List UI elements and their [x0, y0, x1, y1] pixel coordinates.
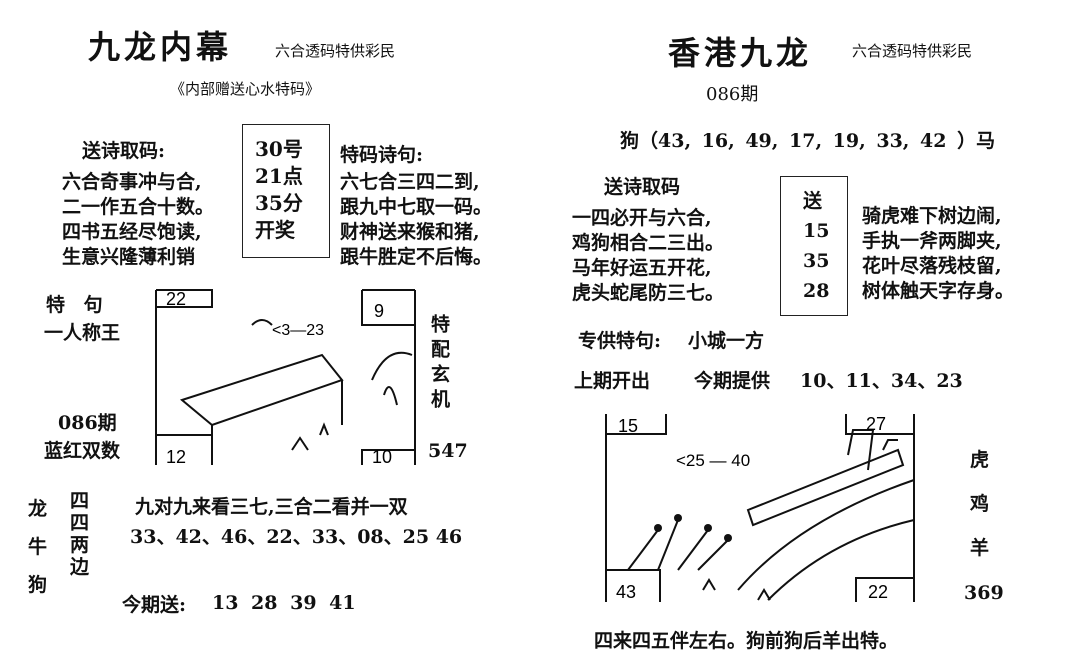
today-label: 今期送:	[122, 594, 187, 616]
right-tagline: 六合透码特供彩民	[852, 42, 973, 60]
vertical-label: 特配玄机	[428, 314, 450, 414]
right-animals: 虎 鸡 羊	[970, 438, 989, 570]
left-code: 547	[428, 440, 468, 462]
last-label: 上期开出	[574, 370, 651, 392]
animal: 龙	[28, 498, 48, 520]
right-poem2: 骑虎难下树边闹, 手执一斧两脚夹, 花叶尽落残枝留, 树体触天字存身。	[862, 204, 1014, 304]
right-poem-line: 一四必开与六合,	[572, 207, 712, 229]
side-char: 边	[70, 556, 90, 578]
animal: 牛	[28, 536, 48, 558]
phrase: 一人称王	[44, 322, 121, 344]
right-poem2-line: 骑虎难下树边闹,	[862, 205, 1002, 227]
left-title: 九龙内幕	[88, 28, 233, 66]
left-poem-line: 生意兴隆薄利销	[62, 246, 196, 268]
right-code: 369	[964, 582, 1004, 604]
left-animals: 龙 牛 狗	[28, 490, 47, 604]
right-poem-line: 虎头蛇尾防三七。	[572, 282, 725, 304]
right-poem-label: 送诗取码	[604, 176, 681, 198]
send-line: 28	[803, 280, 830, 302]
draw-time-line: 开奖	[255, 218, 295, 242]
send-line: 35	[803, 250, 830, 272]
side-char: 两	[70, 534, 90, 556]
send-box	[780, 176, 848, 316]
sketch-number: 15	[618, 416, 638, 436]
sketch-number: 22	[868, 582, 888, 602]
sketch-number: 10	[372, 447, 392, 467]
left-issue: 086期	[58, 412, 117, 434]
phrase-label: 特 句	[46, 294, 109, 316]
draw-time-line: 35分	[255, 191, 303, 215]
sketch-number: 9	[374, 301, 384, 321]
left-poem-line: 二一作五合十数。	[62, 196, 215, 218]
right-title: 香港九龙	[668, 34, 813, 72]
sketch-number: 22	[166, 289, 186, 309]
right-poem2-line: 花叶尽落残枝留,	[862, 255, 1002, 277]
dog-line: 狗（43, 16, 49, 17, 19, 33, 42 ）马	[620, 130, 996, 152]
send-box-text: 送 15 35 28	[803, 186, 829, 306]
special-poem-line: 财神送来猴和猪,	[340, 221, 480, 243]
draw-time-line: 21点	[255, 164, 303, 188]
special-poem: 六七合三四二到, 跟九中七取一码。 财神送来猴和猪, 跟牛胜定不后悔。	[340, 170, 492, 270]
special-poem-line: 跟牛胜定不后悔。	[340, 246, 493, 268]
left-tagline: 六合透码特供彩民	[275, 42, 396, 60]
side-char: 四	[70, 512, 90, 534]
sketch-number: 12	[166, 447, 186, 467]
left-poem-label: 送诗取码:	[82, 140, 166, 162]
special-poem-line: 跟九中七取一码。	[340, 196, 493, 218]
left-poem-line: 四书五经尽饱读,	[62, 221, 202, 243]
right-sketch-illustration: 15 27 43 22 <25 — 40	[605, 414, 915, 602]
numbers-line: 33、42、46、22、33、08、25 46	[130, 526, 463, 548]
sketch-range: <3—23	[272, 322, 324, 339]
sketch-range: <25 — 40	[676, 451, 750, 470]
animal: 狗	[28, 574, 48, 596]
right-poem-line: 马年好运五开花,	[572, 257, 712, 279]
right-poem-line: 鸡狗相合二三出。	[572, 232, 725, 254]
special-phrase-label: 专供特句:	[578, 330, 662, 352]
special-poem-line: 六七合三四二到,	[340, 171, 480, 193]
left-sketch-illustration: 22 9 12 10 <3—23	[155, 289, 416, 467]
sketch-number: 43	[616, 582, 636, 602]
special-phrase: 小城一方	[688, 330, 765, 352]
right-poem2-line: 树体触天字存身。	[862, 280, 1015, 302]
left-poem-line: 六合奇事冲与合,	[62, 171, 202, 193]
special-poem-label: 特码诗句:	[340, 144, 424, 166]
draw-time-text: 30号 21点 35分 开奖	[255, 136, 303, 244]
today-numbers: 13 28 39 41	[212, 592, 356, 614]
right-poem2-line: 手执一斧两脚夹,	[862, 230, 1002, 252]
animal: 鸡	[970, 493, 990, 515]
send-line: 送	[803, 190, 823, 212]
hint-line: 九对九来看三七,三合二看并一双	[135, 496, 408, 518]
right-issue: 086期	[706, 84, 759, 105]
send-line: 15	[803, 220, 830, 242]
side-char: 四	[70, 490, 90, 512]
bottom-line: 四来四五伴左右。狗前狗后羊出特。	[594, 630, 899, 652]
provide-numbers: 10、11、34、23	[800, 370, 963, 392]
sketch-number: 27	[866, 414, 886, 434]
left-subtitle: 《内部赠送心水特码》	[170, 80, 321, 98]
provide-label: 今期提供	[694, 370, 771, 392]
side-text: 四 四 两 边	[70, 490, 89, 578]
draw-time-line: 30号	[255, 137, 303, 161]
right-poem: 一四必开与六合, 鸡狗相合二三出。 马年好运五开花, 虎头蛇尾防三七。	[572, 206, 724, 306]
draw-time-box	[242, 124, 330, 258]
color-hint: 蓝红双数	[44, 440, 121, 462]
animal: 虎	[970, 449, 990, 471]
animal: 羊	[970, 537, 990, 559]
left-poem: 六合奇事冲与合, 二一作五合十数。 四书五经尽饱读, 生意兴隆薄利销	[62, 170, 214, 270]
